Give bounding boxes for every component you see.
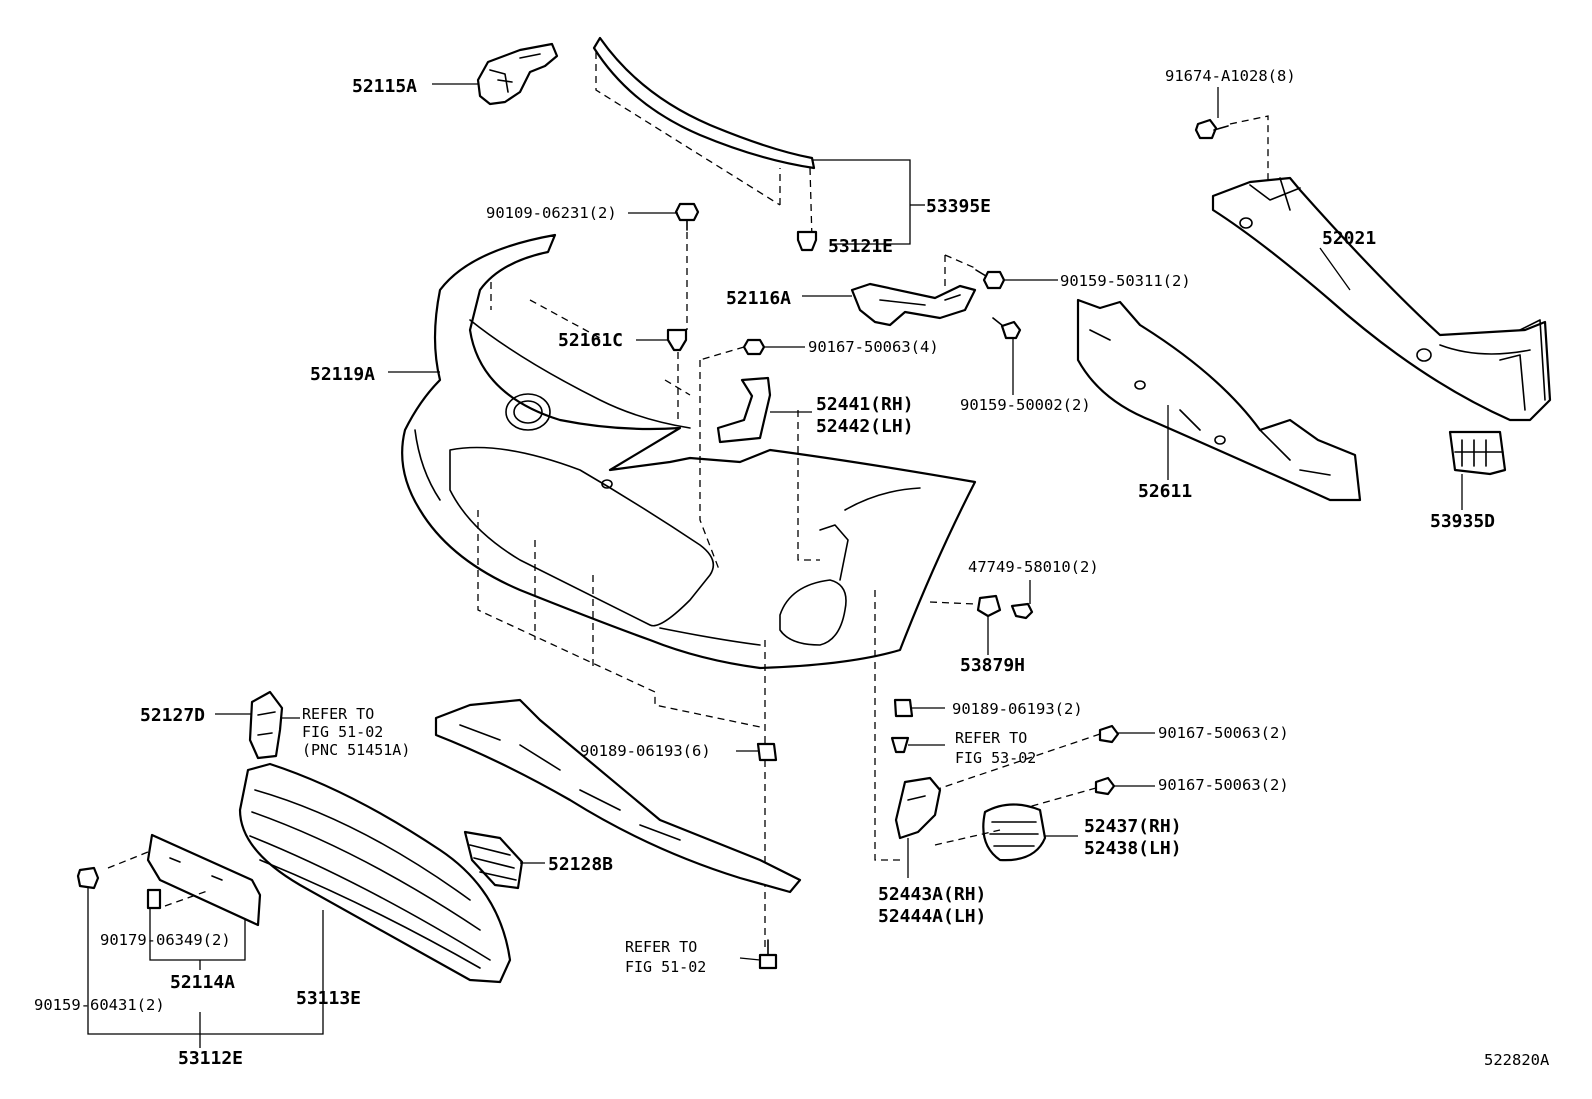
connector-53935D-drawing — [1448, 430, 1507, 476]
screw-90159-60431-drawing — [76, 866, 100, 890]
label-52116A: 52116A — [726, 288, 791, 309]
label-90159-50311: 90159-50311(2) — [1060, 272, 1191, 290]
label-90109-06231: 90109-06231(2) — [486, 204, 617, 222]
bolt-90109-drawing — [674, 202, 700, 330]
clip-90189-6-drawing — [756, 742, 778, 762]
plate-52114A-drawing — [107, 833, 262, 927]
label-52438: 52438(LH) — [1084, 838, 1182, 859]
bolt-lower-drawing — [758, 939, 778, 970]
nut-90167-2-drawing — [934, 724, 1120, 816]
label-90167-50063-4: 90167-50063(4) — [808, 338, 939, 356]
label-53113E: 53113E — [296, 988, 361, 1009]
bracket-52443A-drawing — [894, 776, 942, 840]
label-90179-06349: 90179-06349(2) — [100, 931, 231, 949]
label-52611: 52611 — [1138, 481, 1192, 502]
lower-grille-53113E-drawing — [238, 762, 512, 984]
bumper-guide-lines — [477, 282, 976, 950]
seal-53879H-drawing — [976, 594, 1034, 620]
retainer-52161C-drawing — [666, 328, 688, 420]
label-90159-50002: 90159-50002(2) — [960, 396, 1091, 414]
label-52444A: 52444A(LH) — [878, 906, 986, 927]
clip-53121E-drawing — [796, 230, 818, 252]
label-52119A: 52119A — [310, 364, 375, 385]
label-90189-06193-2: 90189-06193(2) — [952, 700, 1083, 718]
screw-90159-50002-drawing — [992, 317, 1022, 340]
bracket-52115A-drawing — [476, 42, 559, 106]
label-47749-58010: 47749-58010(2) — [968, 558, 1099, 576]
screw-90159-50311-drawing — [975, 269, 1006, 290]
label-52442: 52442(LH) — [816, 416, 914, 437]
label-90159-60431: 90159-60431(2) — [34, 996, 165, 1014]
label-53935D: 53935D — [1430, 511, 1495, 532]
label-52114A: 52114A — [170, 972, 235, 993]
diagram-id: 522820A — [1484, 1051, 1550, 1069]
label-90167-50063-2b: 90167-50063(2) — [1158, 776, 1289, 794]
ref3-line2: FIG 51-02 — [625, 958, 706, 976]
label-52161C: 52161C — [558, 330, 623, 351]
reinforcement-52021-drawing — [1211, 176, 1552, 422]
ref1-line2: FIG 51-02 — [302, 723, 383, 741]
label-53121E: 53121E — [828, 236, 893, 257]
label-52127D: 52127D — [140, 705, 205, 726]
label-52441: 52441(RH) — [816, 394, 914, 415]
label-52128B: 52128B — [548, 854, 613, 875]
ref1-line3: (PNC 51451A) — [302, 741, 410, 759]
ref2-line1: REFER TO — [955, 729, 1027, 747]
label-53395E: 53395E — [926, 196, 991, 217]
label-52437: 52437(RH) — [1084, 816, 1182, 837]
ref3-line1: REFER TO — [625, 938, 697, 956]
label-90167-50063-2a: 90167-50063(2) — [1158, 724, 1289, 742]
reference-notes: REFER TO FIG 51-02 (PNC 51451A) REFER TO… — [302, 705, 1036, 976]
bracket-52127D-drawing — [248, 690, 284, 760]
part-labels: 52115A 53395E 53121E 90109-06231(2) 5211… — [34, 67, 1550, 1069]
bracket-52116A-drawing — [850, 254, 977, 327]
label-90189-06193-6: 90189-06193(6) — [580, 742, 711, 760]
bracket-52441-drawing — [716, 376, 772, 444]
grille-52128B-drawing — [463, 830, 524, 890]
lower-cover-drawing — [434, 698, 802, 894]
absorber-52611-drawing — [1076, 298, 1362, 502]
clip-90189-2-drawing — [890, 698, 914, 754]
leader-lines — [87, 83, 1463, 1048]
bumper-cover-52119A-drawing — [401, 233, 977, 670]
nut-90167-4-drawing — [699, 338, 766, 361]
ref1-line1: REFER TO — [302, 705, 374, 723]
label-53112E: 53112E — [178, 1048, 243, 1069]
label-52021: 52021 — [1322, 228, 1376, 249]
label-52443A: 52443A(RH) — [878, 884, 986, 905]
label-91674-A1028: 91674-A1028(8) — [1165, 67, 1296, 85]
label-52115A: 52115A — [352, 76, 417, 97]
upper-strip-53395E-drawing — [592, 36, 816, 241]
clip-90179-drawing — [146, 888, 162, 910]
fog-cover-52437-drawing — [934, 803, 1047, 862]
label-53879H: 53879H — [960, 655, 1025, 676]
ref2-line2: FIG 53-02 — [955, 749, 1036, 767]
